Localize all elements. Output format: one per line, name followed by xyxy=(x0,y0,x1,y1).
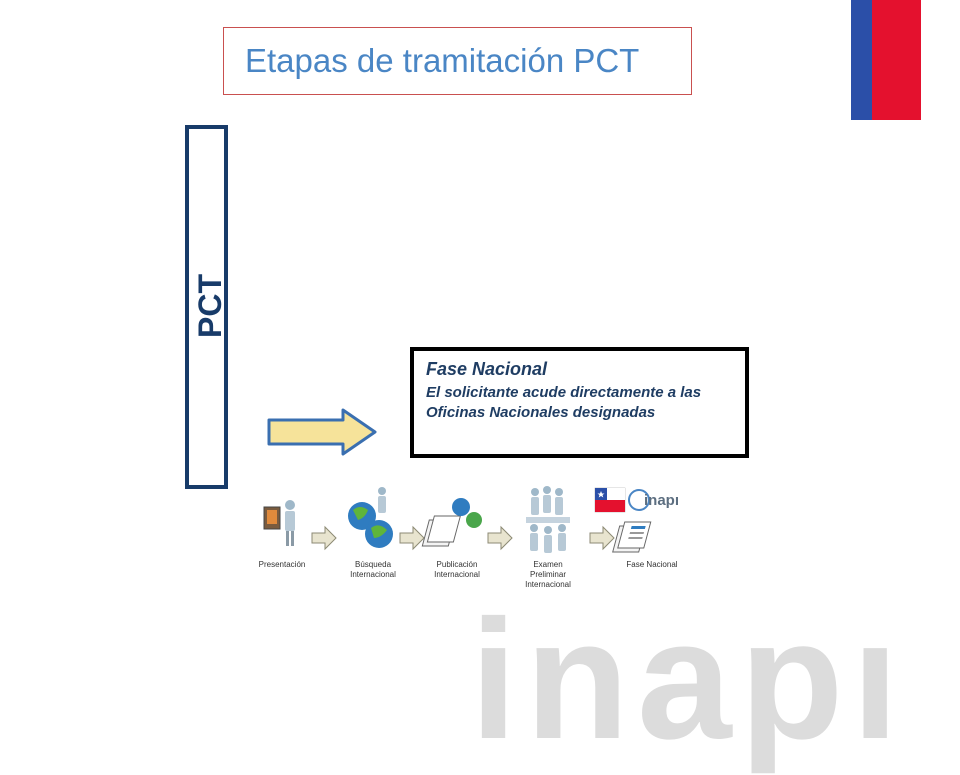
title-frame xyxy=(223,27,692,95)
inapi-logo: inapı xyxy=(594,487,679,513)
presentacion-icon xyxy=(263,500,295,546)
step-label-examen: Preliminar xyxy=(530,570,566,579)
fase-nacional-icon xyxy=(612,521,652,553)
inapi-logo-text: inapı xyxy=(644,492,679,509)
inapi-watermark: inapı xyxy=(470,585,907,775)
right-arrow-icon xyxy=(267,408,377,456)
step-arrow-icon xyxy=(487,525,513,551)
fase-nacional-box: Fase Nacional El solicitante acude direc… xyxy=(410,347,749,458)
flag-stripe-red xyxy=(872,0,921,120)
step-label-publicacion: Publicación xyxy=(437,560,478,569)
step-label-examen: Internacional xyxy=(525,580,571,589)
step-label-publicacion: Internacional xyxy=(434,570,480,579)
publicacion-icon xyxy=(421,498,482,547)
fase-nacional-description: El solicitante acude directamente a las … xyxy=(426,384,702,421)
examen-icon xyxy=(526,486,570,553)
busqueda-icon xyxy=(348,487,393,548)
fase-nacional-title: Fase Nacional xyxy=(426,359,548,379)
step-arrow-icon xyxy=(589,525,615,551)
step-label-presentacion: Presentación xyxy=(259,560,306,569)
flag-stripe-blue xyxy=(851,0,872,120)
page-title: Etapas de tramitación PCT xyxy=(245,42,640,79)
step-arrow-icon xyxy=(311,525,337,551)
step-label-fase-nacional: Fase Nacional xyxy=(626,560,677,569)
step-label-examen: Examen xyxy=(533,560,562,569)
step-arrow-icon xyxy=(399,525,425,551)
step-label-busqueda: Internacional xyxy=(350,570,396,579)
pct-label: PCT xyxy=(192,274,228,338)
pct-bar xyxy=(185,125,228,489)
step-label-busqueda: Búsqueda xyxy=(355,560,392,569)
